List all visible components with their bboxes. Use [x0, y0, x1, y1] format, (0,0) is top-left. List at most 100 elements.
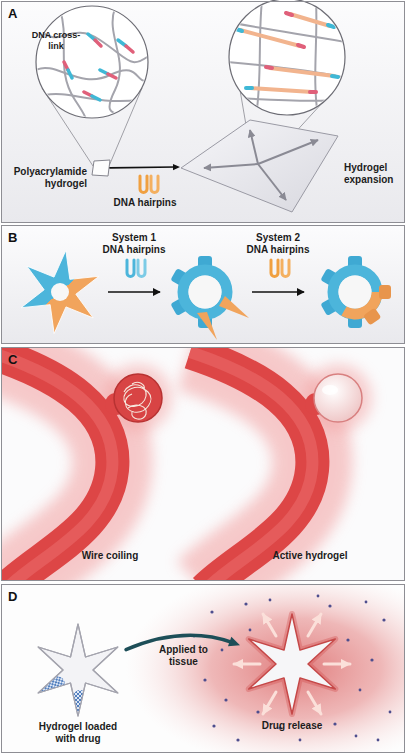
drug-loaded-star [31, 671, 89, 718]
annotation-label: DNA cross-link [30, 30, 82, 52]
hydrogel-sheet [258, 140, 318, 164]
blood-vessel [190, 352, 312, 580]
expanded-network [236, 98, 340, 101]
folded-star [379, 285, 391, 299]
dna-crosslink [64, 34, 133, 100]
drug-particles [382, 618, 385, 621]
dna-crosslink [108, 74, 116, 78]
expanded-network [315, 0, 318, 116]
release-arrow [263, 692, 276, 714]
edge-label: DNA hairpins [110, 197, 180, 209]
drug-particles [210, 610, 213, 613]
panel-letter: C [8, 352, 17, 367]
hydrogel-sheet [204, 164, 258, 168]
drug-loaded-star [71, 690, 89, 718]
hairpin-icon [138, 260, 145, 277]
folded-star [197, 312, 217, 340]
polymer-network [60, 10, 86, 120]
panel-letter: B [8, 230, 17, 245]
drug-particles [212, 724, 215, 727]
expanded-network [228, 62, 346, 78]
hydrogel-sheet [181, 120, 338, 212]
panel: DHydrogel loaded with drugDrug release [1, 584, 405, 753]
drug-loaded-star [38, 624, 118, 716]
dna-bar [310, 90, 316, 94]
releasing-star [240, 612, 344, 716]
drug-particles [224, 698, 227, 701]
drug-particles [333, 722, 336, 725]
folded-star [320, 256, 391, 328]
drug-particles [317, 595, 320, 598]
arrow-head [228, 637, 240, 646]
panel-letter: D [8, 589, 17, 604]
polymer-network [36, 68, 148, 81]
magnifier-circle [229, 0, 345, 115]
folded-star [170, 256, 249, 340]
hairpin-icon [140, 176, 158, 193]
polymer-network [45, 94, 140, 101]
dna-crosslink [68, 70, 72, 78]
drug-particles [365, 601, 368, 604]
release-arrow [308, 614, 321, 636]
drug-particles [249, 629, 252, 632]
shape-label: Hydrogel expansion [344, 162, 402, 186]
panel-d-art [120, 585, 404, 752]
release-arrow [234, 614, 350, 714]
panel-fill [1, 584, 405, 753]
hairpin-icon [140, 176, 147, 193]
drug-loaded-star [31, 671, 69, 704]
hairpin-icon [151, 176, 158, 193]
blood-vessel [190, 352, 312, 580]
drug-particles [346, 638, 349, 641]
blood-vessel [322, 385, 338, 395]
dna-bar [236, 13, 338, 92]
polymer-network [36, 8, 150, 120]
folded-star [219, 296, 249, 318]
drug-loaded-star [30, 622, 126, 718]
releasing-star: Drug release [240, 612, 344, 716]
process-arrow [252, 291, 304, 293]
annotation-label: System 2 DNA hairpins [244, 232, 312, 256]
panel-b-art [18, 245, 391, 340]
drug-loaded-star: Hydrogel loaded with drug [30, 622, 126, 718]
folded-star [363, 308, 381, 326]
hydrogel-square [92, 160, 110, 176]
edge-label: Applied to tissue [154, 644, 212, 668]
dna-bar [246, 86, 252, 90]
drug-particles [377, 739, 380, 742]
drug-particles [355, 735, 358, 738]
hydrogel-sheet: Hydrogel expansion [180, 118, 340, 214]
dna-bar [236, 29, 242, 31]
drug-particles [256, 710, 259, 713]
drug-particles [299, 739, 302, 742]
hydrogel-square [92, 160, 110, 176]
dna-bar [240, 30, 300, 46]
dna-crosslink [92, 96, 100, 100]
folded-star [333, 270, 377, 314]
shape-label: Polyacrylamide hydrogel [3, 166, 87, 190]
expanded-network [228, 0, 346, 116]
panel-c-art [2, 352, 372, 580]
panel-fill [1, 1, 405, 223]
hydrogel-sheet [180, 118, 340, 214]
drug-particles [370, 658, 373, 661]
drug-particles [359, 689, 362, 692]
drug-particles [244, 602, 247, 605]
hydrogel-square: Polyacrylamide hydrogel [92, 160, 110, 176]
panel: C [1, 347, 405, 581]
connector-arrow [110, 164, 180, 170]
dna-crosslink [95, 40, 101, 46]
folded-star [339, 276, 372, 309]
drug-particles [203, 678, 206, 681]
drug-particles [269, 599, 272, 602]
blood-vessel [2, 352, 112, 580]
dna-bar [286, 13, 292, 15]
shape-label: Drug release [247, 720, 337, 732]
arrow-head [173, 164, 180, 170]
tissue [120, 585, 404, 752]
blood-vessel [190, 352, 372, 580]
annotation-label: Active hydrogel [255, 550, 365, 562]
folded-star [363, 285, 391, 326]
